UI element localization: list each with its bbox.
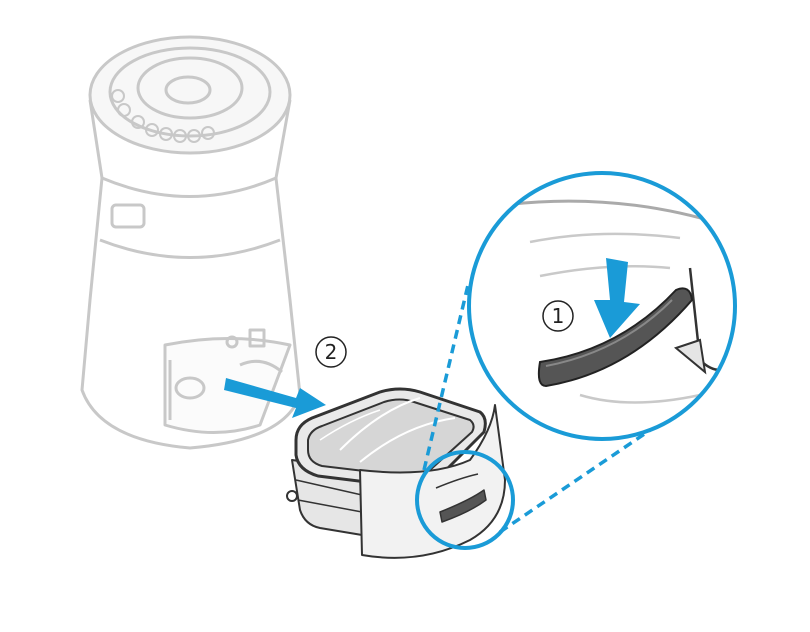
zoom-connector xyxy=(422,284,666,534)
pull-arrow-icon xyxy=(224,378,326,418)
magnifier-circle xyxy=(467,171,737,441)
step-2-marker: 2 xyxy=(315,336,347,368)
detail-source-circle xyxy=(415,450,515,550)
step-2-number: 2 xyxy=(325,340,338,364)
step-1-marker: 1 xyxy=(542,300,574,332)
down-arrow-icon xyxy=(594,258,640,338)
dust-tray-illustration xyxy=(286,387,506,559)
step-1-number: 1 xyxy=(552,304,565,328)
station-illustration xyxy=(80,35,302,450)
latch-icon xyxy=(537,287,694,388)
